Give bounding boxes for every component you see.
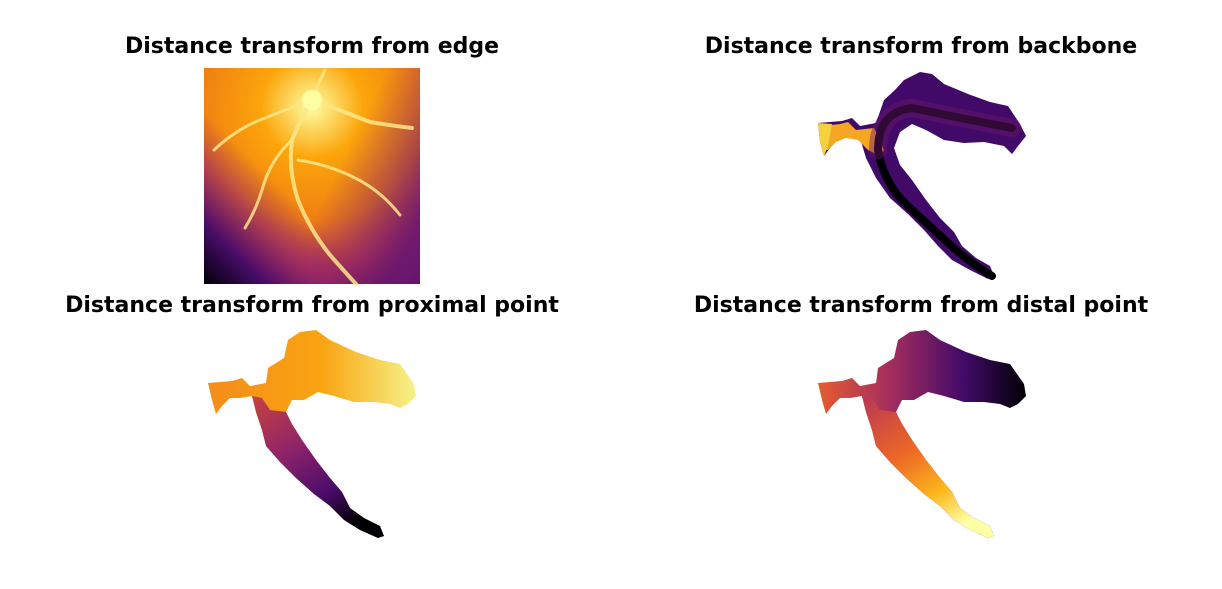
backbone-transform-image (818, 72, 1026, 280)
proximal-transform-image (208, 330, 416, 538)
panel-title-backbone: Distance transform from backbone (704, 34, 1138, 59)
edge-transform-image (204, 68, 420, 286)
panel-title-edge: Distance transform from edge (124, 34, 500, 59)
panel-title-proximal: Distance transform from proximal point (65, 293, 559, 318)
distal-transform-image (818, 330, 1026, 538)
panel-title-distal: Distance transform from distal point (693, 293, 1149, 318)
